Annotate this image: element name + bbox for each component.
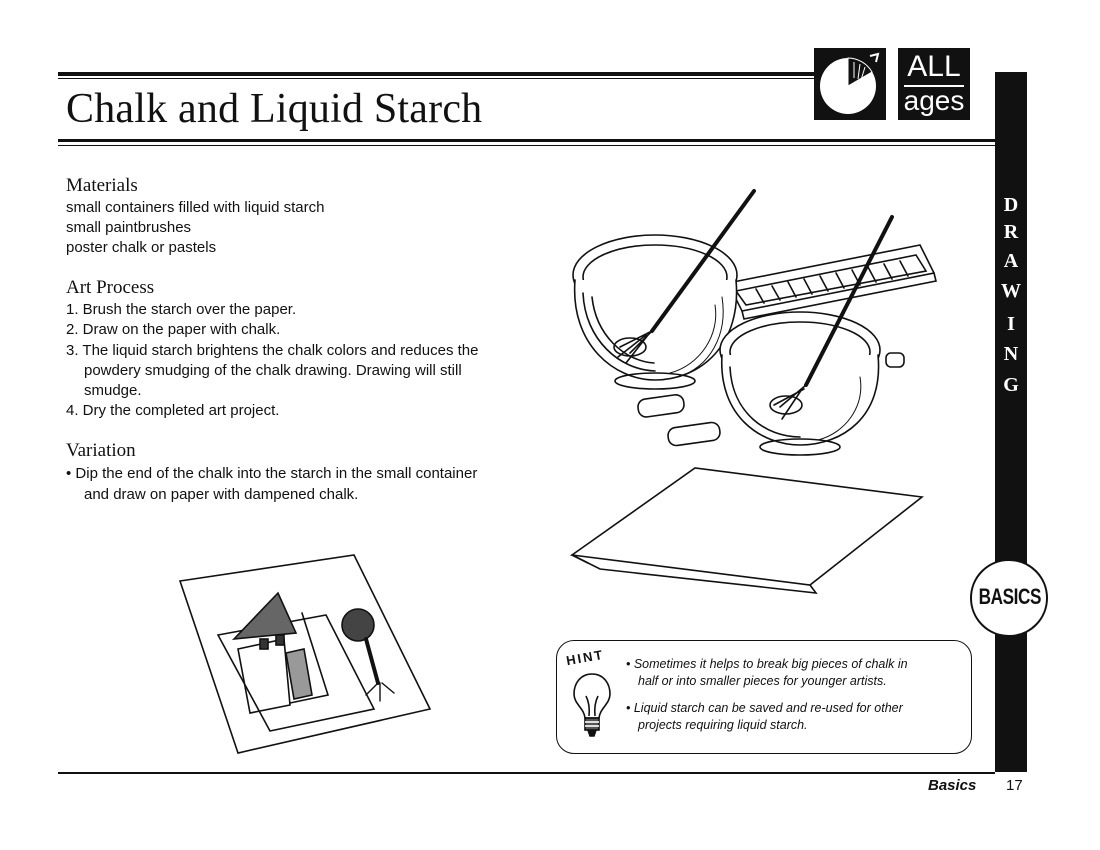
page-number: 17 (1006, 777, 1023, 794)
sidebar-letter: G (1003, 374, 1019, 396)
materials-item: poster chalk or pastels (66, 239, 217, 256)
process-heading: Art Process (66, 277, 155, 298)
footer-rule (58, 772, 995, 774)
section-tab-label: BASICS (978, 584, 1042, 609)
house-drawing-illustration (178, 554, 432, 754)
sidebar-letter: R (1003, 221, 1019, 243)
hint-tip: • Liquid starch can be saved and re-used… (626, 701, 903, 715)
clock-icon (820, 52, 880, 114)
section-tab-circle (970, 559, 1048, 637)
process-step: 4. Dry the completed art project. (66, 402, 280, 419)
chapter-sidebar (995, 72, 1027, 772)
footer-section-label: Basics (928, 777, 977, 794)
sidebar-letter: D (1003, 194, 1019, 216)
page-title: Chalk and Liquid Starch (66, 86, 483, 132)
header-rule-bottom-thin (58, 145, 995, 146)
materials-heading: Materials (66, 175, 138, 196)
hint-tip: • Sometimes it helps to break big pieces… (626, 657, 908, 671)
variation-item-continued: and draw on paper with dampened chalk. (84, 486, 359, 503)
sidebar-letter: A (1003, 250, 1019, 272)
process-step: 2. Draw on the paper with chalk. (66, 321, 281, 338)
process-step: 1. Brush the starch over the paper. (66, 301, 297, 318)
variation-heading: Variation (66, 440, 136, 461)
sidebar-letter: N (1003, 343, 1019, 365)
badge-divider (904, 85, 964, 87)
header-rule-top-thin (58, 78, 815, 79)
variation-item: • Dip the end of the chalk into the star… (66, 465, 478, 482)
hint-tip-continued: projects requiring liquid starch. (638, 718, 808, 732)
badge-bottom-text: ages (903, 85, 965, 116)
all-ages-badge: ALL ages (898, 48, 970, 120)
badge-top-text: ALL (907, 50, 961, 83)
starch-bowls-illustration (569, 189, 937, 594)
process-step: 3. The liquid starch brightens the chalk… (66, 342, 479, 359)
sidebar-letter: W (1001, 280, 1021, 302)
sidebar-letter: I (1007, 313, 1015, 335)
hint-box (556, 640, 972, 754)
materials-item: small containers filled with liquid star… (66, 199, 325, 216)
time-clock-badge (814, 48, 886, 120)
header-rule-bottom (58, 139, 995, 142)
header-rule-top (58, 72, 815, 76)
process-step-continued: smudge. (84, 382, 142, 399)
process-step-continued: powdery smudging of the chalk drawing. D… (84, 362, 462, 379)
materials-item: small paintbrushes (66, 219, 192, 236)
lightbulb-icon (573, 673, 611, 737)
hint-tip-continued: half or into smaller pieces for younger … (638, 674, 887, 688)
